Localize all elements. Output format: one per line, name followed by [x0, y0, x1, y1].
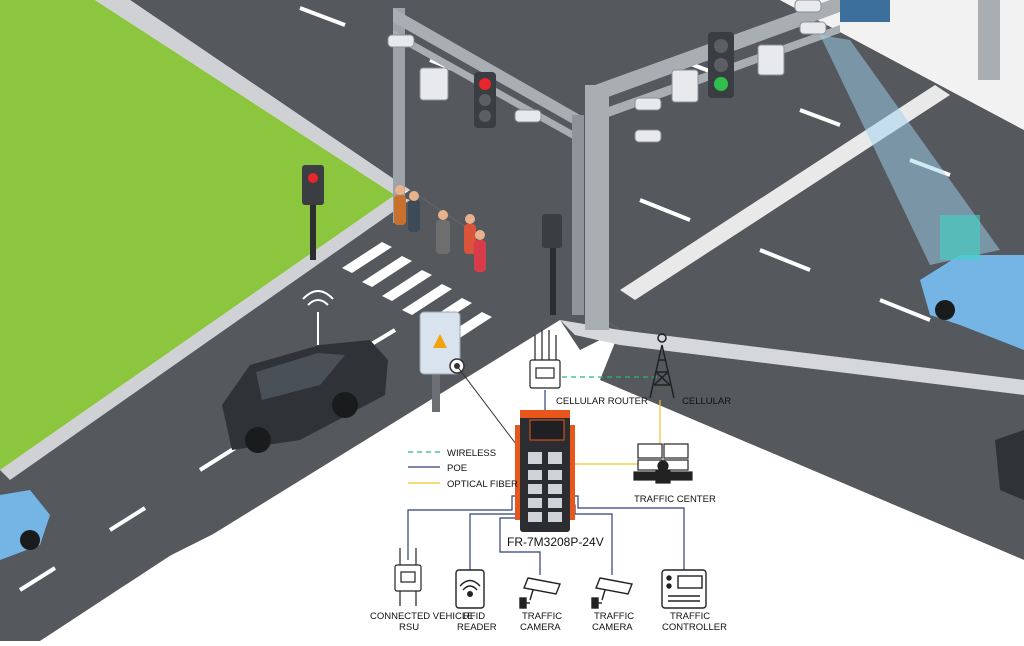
- rsu-label-line2: RSU: [399, 622, 419, 633]
- rfid-reader-icon: [455, 569, 485, 609]
- camera1-label-line1: TRAFFIC: [522, 611, 562, 622]
- pavement-upper-right: [780, 0, 1024, 130]
- controller-label-line1: TRAFFIC: [670, 611, 710, 622]
- link-cabinet-switch: [456, 365, 523, 453]
- rfid-label-line2: READER: [457, 622, 497, 633]
- grass-area: [0, 0, 395, 470]
- car-blue-left: [0, 490, 50, 560]
- roadside-cabinet: [419, 311, 465, 412]
- traffic-center-label: TRAFFIC CENTER: [634, 494, 716, 505]
- cellular-tower-icon: [649, 333, 675, 399]
- industrial-poe-switch: [515, 410, 575, 532]
- legend: WIRELESS POE OPTICAL FIBER: [408, 448, 518, 490]
- car-blue-right: [920, 215, 1024, 350]
- pedestrian-signal-left: [302, 165, 324, 260]
- traffic-light-overhead-left: [474, 72, 496, 128]
- cellular-router-icon: [529, 330, 561, 389]
- legend-fiber-label: OPTICAL FIBER: [447, 479, 518, 490]
- camera1-label-line2: CAMERA: [520, 622, 561, 633]
- connected-car-dark: [222, 290, 388, 453]
- traffic-controller-icon: [661, 569, 707, 609]
- pedestrians: [394, 185, 486, 272]
- sidewalk-left: [95, 0, 410, 195]
- car-dark-right-edge: [995, 430, 1024, 500]
- rsu-icon: [394, 548, 422, 606]
- switch-model-label: FR-7M3208P-24V: [507, 535, 604, 549]
- traffic-light-overhead-right: [708, 32, 734, 98]
- sidewalk-lower: [0, 195, 410, 480]
- camera2-label-line2: CAMERA: [592, 622, 633, 633]
- camera-beam: [820, 35, 1000, 265]
- legend-wireless-label: WIRELESS: [447, 448, 496, 459]
- controller-label-line2: CONTROLLER: [662, 622, 727, 633]
- road-diagonal: [0, 80, 1024, 641]
- road-stripe: [620, 85, 950, 300]
- camera2-label-line1: TRAFFIC: [594, 611, 634, 622]
- rsu-label-line1: CONNECTED VEHICLE: [370, 611, 473, 622]
- gantry-cameras: [387, 0, 827, 143]
- pedestrian-signal-right: [542, 214, 562, 315]
- traffic-camera-1-icon: [519, 577, 561, 609]
- road-sign: [840, 0, 890, 22]
- cellular-label: CELLULAR: [682, 396, 731, 407]
- cellular-router-label: CELLULAR ROUTER: [556, 396, 648, 407]
- legend-poe-label: POE: [447, 463, 467, 474]
- rfid-label-line1: RFID: [463, 611, 485, 622]
- traffic-camera-2-icon: [591, 577, 633, 609]
- traffic-center-icon: [633, 443, 693, 484]
